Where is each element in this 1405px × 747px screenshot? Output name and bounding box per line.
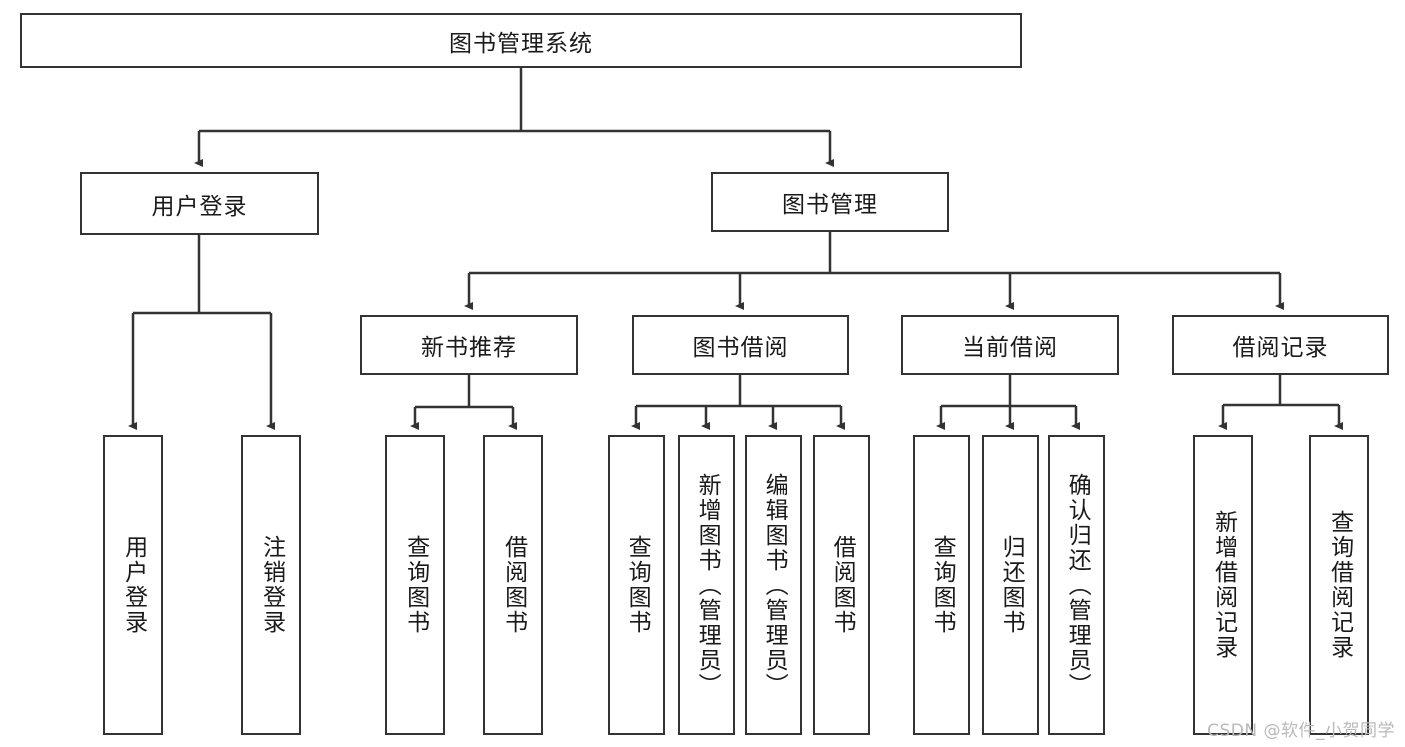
node-label: 新书推荐 — [421, 335, 517, 361]
node-label: 确认归还（管理员） — [1064, 472, 1091, 698]
node-leaf-user-login[interactable]: 用户登录 — [103, 435, 163, 735]
node-label: 当前借阅 — [962, 335, 1058, 361]
node-book-management[interactable]: 图书管理 — [711, 172, 949, 232]
csdn-watermark: CSDN @软件_小贺同学 — [1207, 721, 1395, 741]
node-leaf-add-borrow-record[interactable]: 新增借阅记录 — [1193, 435, 1253, 735]
node-label: 借阅记录 — [1232, 335, 1329, 361]
node-leaf-query-borrow-record[interactable]: 查询借阅记录 — [1309, 435, 1369, 735]
node-new-book-recommend[interactable]: 新书推荐 — [360, 315, 578, 375]
node-leaf-borrow-book-1[interactable]: 借阅图书 — [483, 435, 543, 735]
node-borrow-record[interactable]: 借阅记录 — [1172, 315, 1389, 375]
node-label: 新增借阅记录 — [1210, 510, 1237, 660]
node-leaf-logout-login[interactable]: 注销登录 — [241, 435, 301, 735]
node-label: 新增图书（管理员） — [694, 472, 721, 698]
node-leaf-borrow-book-2[interactable]: 借阅图书 — [813, 435, 870, 735]
node-leaf-confirm-return-admin[interactable]: 确认归还（管理员） — [1048, 435, 1105, 735]
node-leaf-edit-book-admin[interactable]: 编辑图书（管理员） — [745, 435, 802, 735]
node-label: 编辑图书（管理员） — [761, 472, 788, 698]
node-label: 图书管理 — [782, 192, 878, 218]
node-label: 借阅图书 — [829, 535, 856, 635]
node-label: 注销登录 — [258, 535, 285, 635]
node-label: 查询图书 — [402, 535, 429, 635]
node-leaf-return-book[interactable]: 归还图书 — [982, 435, 1039, 735]
node-label: 查询图书 — [929, 535, 956, 635]
node-current-borrow[interactable]: 当前借阅 — [901, 315, 1119, 375]
node-label: 图书管理系统 — [449, 30, 593, 57]
node-label: 用户登录 — [120, 535, 147, 635]
node-label: 用户登录 — [151, 193, 248, 220]
node-user-login[interactable]: 用户登录 — [80, 172, 319, 235]
node-leaf-query-book-3[interactable]: 查询图书 — [913, 435, 970, 735]
node-book-borrow[interactable]: 图书借阅 — [632, 315, 849, 375]
node-label: 借阅图书 — [500, 535, 527, 635]
node-label: 查询借阅记录 — [1326, 510, 1353, 660]
node-label: 归还图书 — [998, 535, 1025, 635]
node-leaf-query-book-2[interactable]: 查询图书 — [608, 435, 665, 735]
node-label: 图书借阅 — [692, 335, 789, 361]
node-leaf-add-book-admin[interactable]: 新增图书（管理员） — [678, 435, 735, 735]
node-book-management-system[interactable]: 图书管理系统 — [20, 13, 1022, 68]
node-label: 查询图书 — [624, 535, 651, 635]
node-leaf-query-book-1[interactable]: 查询图书 — [385, 435, 445, 735]
